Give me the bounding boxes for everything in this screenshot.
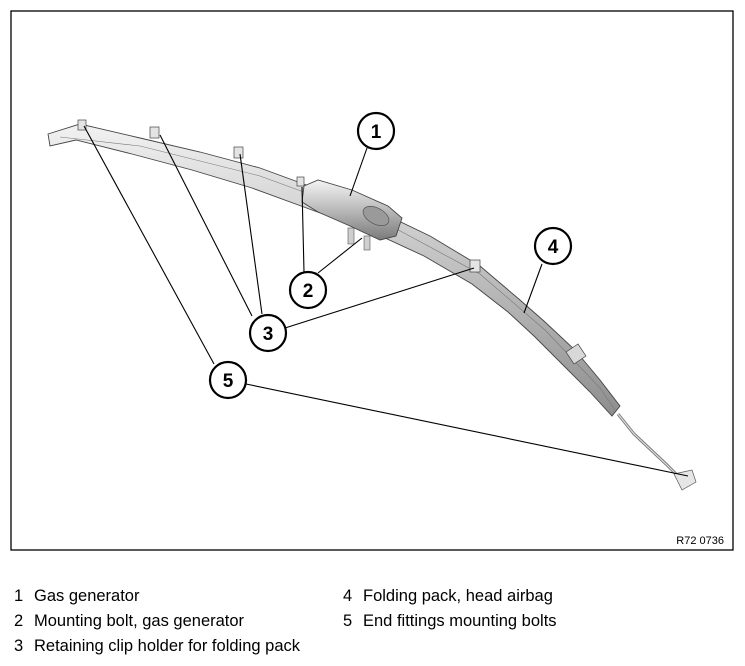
callout-2: 2: [288, 270, 328, 310]
callout-3: 3: [248, 313, 288, 353]
svg-text:1: 1: [371, 122, 382, 143]
svg-text:5: 5: [223, 371, 234, 392]
end-fitting: [616, 413, 697, 491]
svg-text:4: 4: [548, 237, 559, 258]
gas-generator: [301, 179, 403, 251]
callout-5: 5: [208, 360, 248, 400]
clip-holders: [77, 119, 587, 365]
svg-text:2: 2: [303, 281, 314, 302]
callout-4: 4: [533, 226, 573, 266]
figure-ref-code: R72 0736: [676, 535, 724, 547]
callout-1: 1: [356, 111, 396, 151]
figure-frame: [10, 10, 734, 551]
svg-text:3: 3: [263, 324, 274, 345]
airbag-diagram: 1 2 3 4 5 R72 0736: [10, 10, 734, 551]
leader-lines: [83, 125, 689, 477]
